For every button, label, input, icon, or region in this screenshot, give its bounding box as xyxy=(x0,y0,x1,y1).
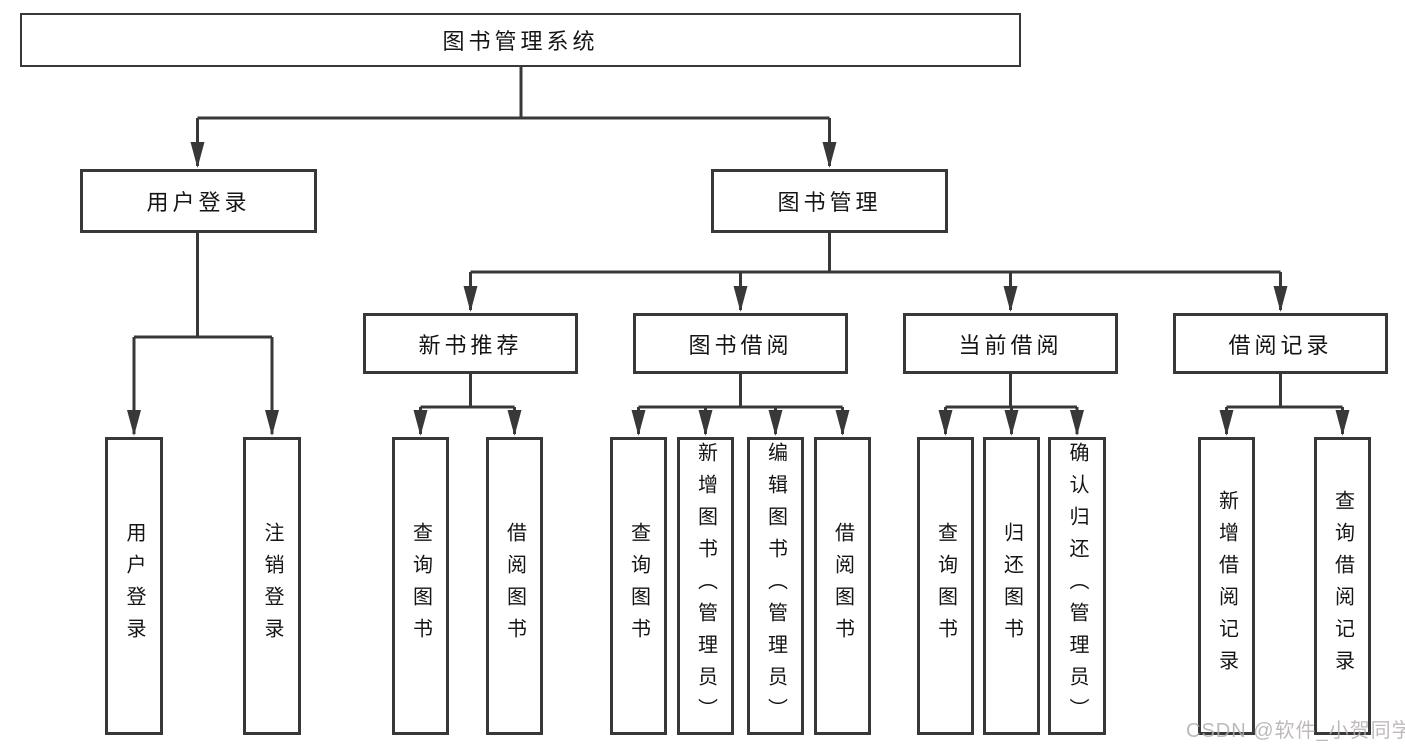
leaf-label: 查询图书 xyxy=(934,522,957,650)
node-label: 用户登录 xyxy=(146,190,251,215)
connector-login-to-leaves xyxy=(127,233,279,436)
node-label: 图书管理系统 xyxy=(442,29,599,54)
leaf-label: 新增借阅记录 xyxy=(1215,490,1238,682)
connector-root-to-level2 xyxy=(190,67,837,168)
leaf-label: 注销登录 xyxy=(261,522,283,650)
leaf-query-borrow-record: 查询借阅记录 xyxy=(1314,437,1371,735)
leaf-confirm-return-admin: 确认归还（管理员） xyxy=(1048,437,1106,735)
connector-newbook-to-leaves xyxy=(413,374,522,436)
leaf-add-book-admin: 新增图书（管理员） xyxy=(677,437,734,735)
leaf-label: 查询借阅记录 xyxy=(1331,490,1354,682)
leaf-label: 借阅图书 xyxy=(831,522,854,650)
connector-records-to-leaves xyxy=(1219,374,1350,436)
leaf-label: 借阅图书 xyxy=(503,522,526,650)
node-library-management-system: 图书管理系统 xyxy=(20,13,1021,67)
leaf-query-books-3: 查询图书 xyxy=(917,437,974,735)
node-label: 当前借阅 xyxy=(958,332,1063,358)
leaf-label: 查询图书 xyxy=(627,522,650,650)
node-borrowing-records: 借阅记录 xyxy=(1173,313,1388,374)
leaf-add-borrow-record: 新增借阅记录 xyxy=(1198,437,1255,735)
leaf-logout: 注销登录 xyxy=(243,437,301,735)
node-new-book-recommendation: 新书推荐 xyxy=(363,313,578,374)
leaf-label: 新增图书（管理员） xyxy=(694,442,717,730)
node-label: 图书管理 xyxy=(777,190,882,215)
node-current-borrowing: 当前借阅 xyxy=(903,313,1118,374)
connector-current-to-leaves xyxy=(938,374,1084,436)
leaf-borrow-books-2: 借阅图书 xyxy=(814,437,871,735)
leaf-label: 归还图书 xyxy=(1000,522,1023,650)
leaf-label: 编辑图书（管理员） xyxy=(764,442,787,730)
csdn-watermark: CSDN @软件_小贺同学 xyxy=(1186,720,1405,742)
node-user-login: 用户登录 xyxy=(80,169,317,233)
leaf-query-books-1: 查询图书 xyxy=(392,437,449,735)
leaf-borrow-books-1: 借阅图书 xyxy=(486,437,543,735)
leaf-edit-book-admin: 编辑图书（管理员） xyxy=(747,437,804,735)
leaf-return-book: 归还图书 xyxy=(983,437,1040,735)
node-label: 借阅记录 xyxy=(1228,332,1333,358)
connector-borrow-to-leaves xyxy=(631,374,850,436)
node-book-borrowing: 图书借阅 xyxy=(633,313,848,374)
node-book-management: 图书管理 xyxy=(711,169,948,233)
leaf-query-books-2: 查询图书 xyxy=(610,437,667,735)
node-label: 新书推荐 xyxy=(418,332,523,358)
leaf-label: 确认归还（管理员） xyxy=(1066,442,1088,730)
node-label: 图书借阅 xyxy=(688,332,793,358)
leaf-user-login: 用户登录 xyxy=(105,437,163,735)
leaf-label: 查询图书 xyxy=(409,522,432,650)
leaf-label: 用户登录 xyxy=(123,522,145,650)
connector-mgmt-to-level3 xyxy=(463,233,1288,312)
